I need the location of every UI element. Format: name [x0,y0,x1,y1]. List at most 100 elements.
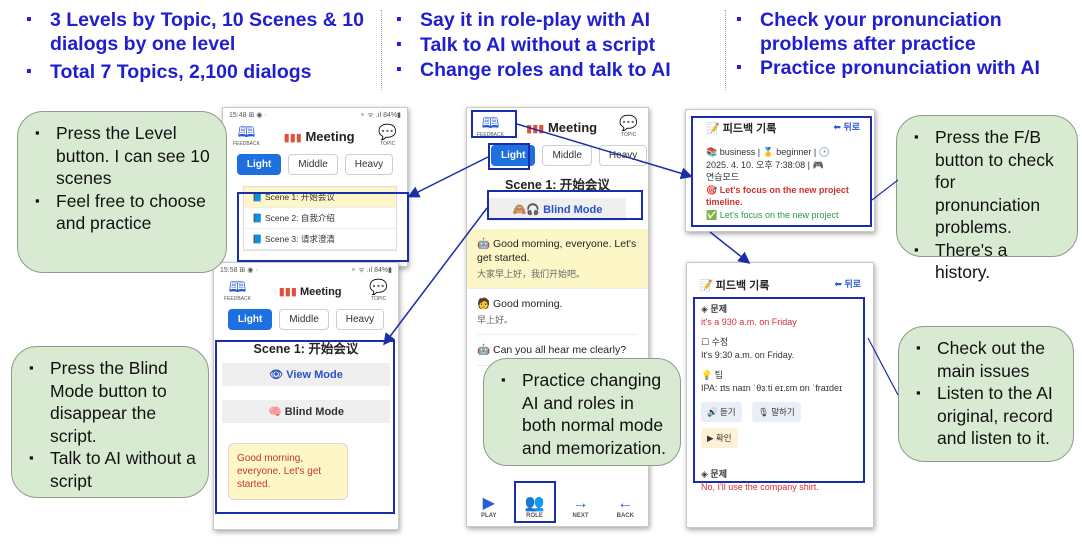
corrected-text: Let's focus on the new project [719,209,839,220]
highlight-scene-list [237,192,409,262]
scene-item[interactable]: 📘 Scene 3: 请求澄清 [244,229,396,250]
arrow-left-icon: ← [617,495,634,512]
page-title: ▮▮▮ Meeting [279,285,342,298]
title-text: Meeting [299,285,342,298]
chat-icon: 💬 [619,115,638,132]
header-column-1: 3 Levels by Topic, 10 Scenes & 10 dialog… [20,8,380,84]
blind-mode-button[interactable]: 🧠 Blind Mode [222,400,390,423]
feedback-detail: ◈ 문제 it's a 930 a.m. on Friday ☐ 수정 It's… [687,301,873,495]
blind-mode-button[interactable]: 🙈🎧 Blind Mode [489,198,626,221]
dialog-bubble: Good morning, everyone. Let's get starte… [228,443,348,500]
level-middle-button[interactable]: Middle [288,154,338,175]
feedback-button[interactable]: 🕮 FEEDBACK [233,124,260,148]
callout-item: Press the Blind Mode button to disappear… [24,357,196,447]
dialog-chinese: 早上好。 [477,315,514,325]
back-button[interactable]: ←BACK [613,492,638,522]
speak-button[interactable]: 🎙 말하기 [752,402,801,422]
role-button[interactable]: 👥ROLE [521,492,549,522]
speaker-icon: 🔊 [707,407,718,417]
arrow-right-icon: → [572,495,589,512]
feedback-button[interactable]: 🕮 FEEDBACK [477,116,504,139]
arrow-line [709,231,751,264]
dialog-english: Good morning, everyone. Let's get starte… [477,238,637,264]
play-icon: ▶ [482,495,495,512]
topic-button[interactable]: 💬 TOPIC [378,125,397,148]
scene-item[interactable]: 📘 Scene 2: 自我介绍 [244,208,396,229]
callout-item: There's a history. [909,239,1065,284]
page-title: ▮▮▮ Meeting [526,120,597,135]
page-title: ▮▮▮ Meeting [284,129,355,144]
book-icon: 🕮 [228,279,247,296]
feedback-label: FEEDBACK [224,296,251,302]
feedback-button[interactable]: 🕮 FEEDBACK [224,279,251,303]
top-nav: 🕮 FEEDBACK ▮▮▮ Meeting 💬 TOPIC [214,278,398,304]
view-mode-button[interactable]: 👁 View Mode [222,363,390,386]
level-heavy-button[interactable]: Heavy [598,145,648,166]
level-selector: Light Middle Heavy [214,304,398,335]
blind-mode-label: Blind Mode [284,406,345,418]
action-row: 🔊 듣기 🎙 말하기 [701,402,859,422]
meta-line: business | 🥇 beginner | 🕒 [719,147,830,157]
level-light-button[interactable]: Light [227,309,273,330]
feedback-title: 피드백 기록 [715,280,770,292]
title-text: Meeting [305,128,355,144]
robot-icon: 🤖 [477,344,491,356]
history-entry[interactable]: 📚 business | 🥇 beginner | 🕒 2025. 4. 10.… [686,140,874,221]
callout-issues: Check out the main issues Listen to the … [898,326,1074,462]
bottom-nav: ▶PLAY 👥ROLE →NEXT ←BACK [467,492,648,522]
back-label: BACK [616,513,634,519]
level-middle-button[interactable]: Middle [279,309,329,330]
next-button[interactable]: →NEXT [569,492,593,522]
topic-label: TOPIC [371,296,387,302]
callout-item: Talk to AI without a script [24,447,196,492]
scene-label: Scene 3: 请求澄清 [264,234,335,244]
header-column-3: Check your pronunciation problems after … [730,8,1080,80]
pointer-line [871,179,899,201]
dialog-item[interactable]: 🤖 Good morning, everyone. Let's get star… [467,229,648,289]
role-label: ROLE [526,513,543,519]
level-middle-button[interactable]: Middle [542,145,592,166]
play-button[interactable]: ▶PLAY [477,492,500,522]
feedback-header: 📝 피드백 기록 ⬅ 뒤로 [686,110,874,140]
topic-button[interactable]: 💬 TOPIC [619,115,638,139]
play-label: PLAY [481,513,497,519]
chat-icon: 💬 [369,279,388,296]
feedback-label: FEEDBACK [233,141,260,147]
scene-label: Scene 2: 自我介绍 [264,213,335,223]
fix-text: It's 9:30 a.m. on Friday. [701,349,795,360]
headset-icon: 🎧 [526,204,541,216]
highlight-blind-mode [215,340,395,514]
back-link[interactable]: ⬅ 뒤로 [833,122,860,132]
level-heavy-button[interactable]: Heavy [344,154,394,175]
check-label: 확인 [715,433,732,443]
topic-button[interactable]: 💬 TOPIC [369,279,388,303]
memo-icon: 📝 [706,123,720,135]
header-item: Talk to AI without a script [390,33,720,57]
status-time: 15:58 ⊞ ◉ · [220,267,258,274]
scene-label: Scene 1: 开始会议 [264,192,335,202]
status-time: 15:48 ⊞ ◉ · [229,112,267,119]
speak-label: 말하기 [771,407,795,417]
book-icon: 🕮 [237,124,256,141]
callout-item: Practice changing AI and roles in both n… [496,369,668,459]
callout-item: Press the F/B button to check for pronun… [909,126,1065,239]
meta-line: 연습모드 [706,172,740,182]
listen-button[interactable]: 🔊 듣기 [701,402,742,422]
status-bar: 15:58 ⊞ ◉ · ⚬ ᯤ .ıl 84%▮ [214,263,398,278]
level-light-button[interactable]: Light [236,154,282,175]
chart-icon: ▮▮▮ [526,122,545,135]
next-label: NEXT [572,513,589,519]
play-icon: ▶ [707,433,714,443]
screenshot-feedback-history: 📝 피드백 기록 ⬅ 뒤로 📚 business | 🥇 beginner | … [685,109,875,232]
bulb-icon: 💡 [701,370,713,380]
level-heavy-button[interactable]: Heavy [335,309,385,330]
target-icon: 🎯 [706,184,718,195]
highlight-light [488,143,530,170]
dialog-item[interactable]: 🧑 Good morning. 早上好。 [477,289,638,335]
check-button[interactable]: ▶ 확인 [701,428,738,448]
books-icon: 📚 [706,147,718,157]
back-link[interactable]: ⬅ 뒤로 [834,279,861,289]
screenshot-blind-mode: 15:58 ⊞ ◉ · ⚬ ᯤ .ıl 84%▮ 🕮 FEEDBACK ▮▮▮ … [213,262,399,530]
problem-text: No, I'll use the company shirt. [701,481,819,492]
meta-line: 2025. 4. 10. 오후 7:38:08 | 🎮 [706,159,824,170]
